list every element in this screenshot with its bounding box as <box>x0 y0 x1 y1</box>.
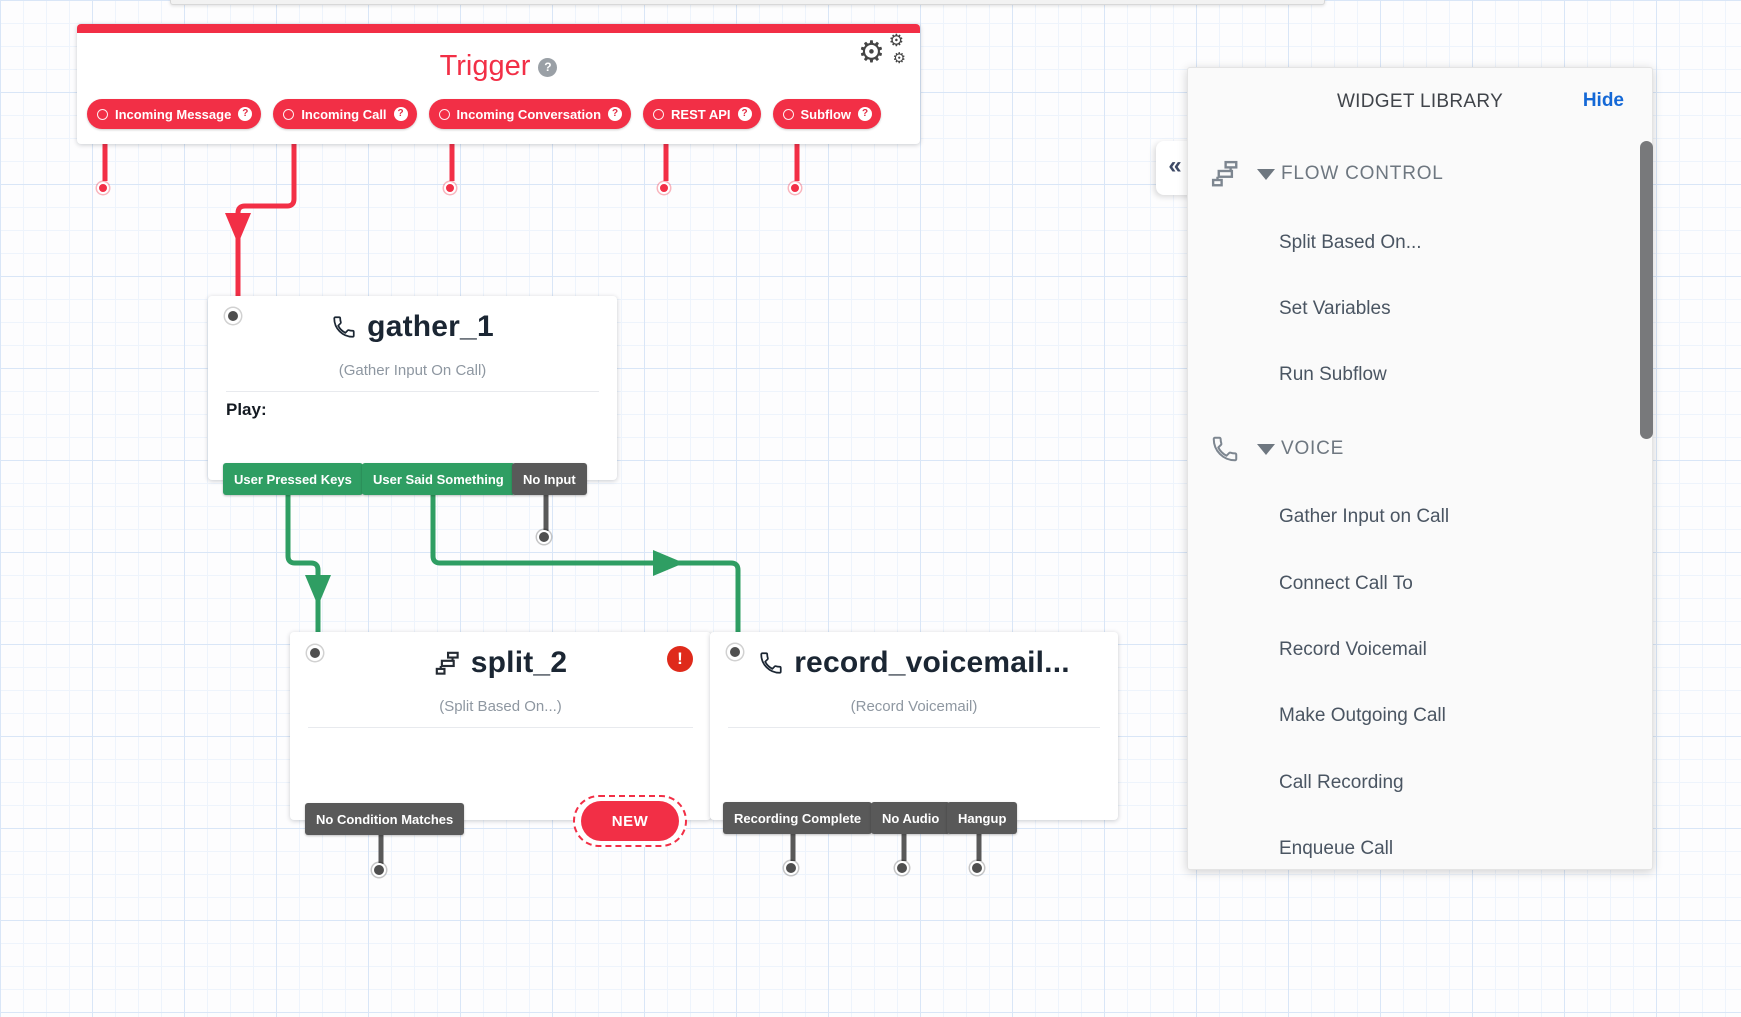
new-transition-button[interactable]: NEW <box>581 801 679 841</box>
transition-no-condition-matches[interactable]: No Condition Matches <box>305 803 465 835</box>
hide-library-link[interactable]: Hide <box>1582 90 1624 111</box>
gather-widget-title: gather_1 <box>208 310 617 344</box>
pill-label: REST API <box>671 106 731 122</box>
library-item-enqueue-call[interactable]: Enqueue Call <box>1279 838 1394 859</box>
pill-label: Subflow <box>800 106 852 122</box>
library-item-record-voicemail[interactable]: Record Voicemail <box>1279 639 1427 660</box>
input-dot-record[interactable] <box>727 644 743 660</box>
divider <box>226 391 599 392</box>
library-item-gather-input-on-call[interactable]: Gather Input on Call <box>1279 506 1450 527</box>
arrowhead-red <box>225 213 251 244</box>
help-icon[interactable]: ? <box>858 107 873 121</box>
library-scrollbar[interactable] <box>1640 141 1653 439</box>
connection-circle-icon <box>653 108 665 120</box>
split-widget-title: split_2 <box>290 646 711 680</box>
chevron-down-icon <box>1257 168 1275 180</box>
collapse-icon: « <box>1168 152 1182 179</box>
connection-dot-hangup[interactable] <box>970 861 984 875</box>
library-title: WIDGET LIBRARY <box>1336 91 1504 112</box>
split-icon <box>1207 159 1243 189</box>
library-item-split-based-on[interactable]: Split Based On... <box>1279 232 1422 253</box>
connection-circle-icon <box>438 108 450 120</box>
connection-dot-no-audio[interactable] <box>895 861 909 875</box>
trigger-widget[interactable]: Trigger? ⚙ ⚙ ⚙ Incoming Message ? Incomi… <box>77 24 920 144</box>
help-icon[interactable]: ? <box>238 107 253 121</box>
connection-dot-no-condition-matches[interactable] <box>372 863 386 877</box>
pill-incoming-conversation[interactable]: Incoming Conversation ? <box>428 99 632 129</box>
record-voicemail-widget[interactable]: record_voicemail... (Record Voicemail) R… <box>710 632 1118 834</box>
error-icon[interactable]: ! <box>667 646 693 672</box>
section-header-label: VOICE <box>1281 438 1345 459</box>
transition-user-pressed-keys[interactable]: User Pressed Keys <box>223 463 363 495</box>
connector-incoming-call-to-gather <box>235 127 297 318</box>
help-icon[interactable]: ? <box>538 58 558 77</box>
gather-widget-type: (Gather Input On Call) <box>338 362 487 379</box>
phone-icon <box>333 316 355 338</box>
section-header-flow-control[interactable]: FLOW CONTROL <box>1188 154 1652 194</box>
connection-dot-recording-complete[interactable] <box>784 861 798 875</box>
trigger-accent-bar <box>77 24 920 33</box>
connection-dot-subflow[interactable] <box>789 182 801 194</box>
transition-recording-complete[interactable]: Recording Complete <box>723 802 873 834</box>
phone-icon <box>760 652 782 674</box>
divider <box>728 727 1100 728</box>
gear-icon: ⚙ <box>858 36 885 69</box>
gather-play-label: Play: <box>226 400 267 419</box>
transition-no-audio[interactable]: No Audio <box>871 802 951 834</box>
pill-subflow[interactable]: Subflow ? <box>772 99 882 129</box>
connector-said-something-to-record <box>430 493 741 655</box>
pill-incoming-call[interactable]: Incoming Call ? <box>273 99 417 129</box>
pill-rest-api[interactable]: REST API ? <box>643 99 761 129</box>
record-widget-type: (Record Voicemail) <box>850 698 978 715</box>
connection-dot-no-input[interactable] <box>537 530 551 544</box>
help-icon[interactable]: ? <box>608 107 623 121</box>
help-icon[interactable]: ? <box>393 107 408 121</box>
arrowhead-green-right <box>653 550 684 576</box>
trigger-title: Trigger? <box>77 50 920 83</box>
phone-icon <box>1207 434 1243 464</box>
library-item-set-variables[interactable]: Set Variables <box>1279 298 1391 319</box>
connection-circle-icon <box>782 108 794 120</box>
gear-icon: ⚙ <box>892 50 906 67</box>
pill-label: Incoming Conversation <box>456 106 602 122</box>
divider <box>308 727 693 728</box>
connection-dot-incoming-message[interactable] <box>97 182 109 194</box>
pill-label: Incoming Call <box>301 106 387 122</box>
widget-library-panel: WIDGET LIBRARY Hide FLOW CONTROL Split B… <box>1187 67 1653 870</box>
transition-hangup[interactable]: Hangup <box>947 802 1018 834</box>
section-header-label: FLOW CONTROL <box>1281 163 1444 184</box>
connection-circle-icon <box>283 108 295 120</box>
pill-incoming-message[interactable]: Incoming Message ? <box>87 99 262 129</box>
chevron-down-icon <box>1257 443 1275 455</box>
arrowhead-green-down <box>305 575 331 606</box>
input-dot-split[interactable] <box>307 645 323 661</box>
library-item-connect-call-to[interactable]: Connect Call To <box>1279 573 1413 594</box>
gear-icon[interactable]: ⚙ ⚙ ⚙ <box>858 32 906 78</box>
section-header-voice[interactable]: VOICE <box>1188 429 1652 469</box>
gather-widget[interactable]: gather_1 (Gather Input On Call) Play: Us… <box>208 296 617 495</box>
trigger-pill-row: Incoming Message ? Incoming Call ? Incom… <box>87 99 882 129</box>
new-transition-outline: NEW <box>573 795 687 847</box>
record-widget-title: record_voicemail... <box>710 646 1118 680</box>
offscreen-widget-edge <box>170 0 1325 5</box>
split-widget[interactable]: split_2 ! (Split Based On...) No Conditi… <box>290 632 711 847</box>
connection-dot-incoming-conversation[interactable] <box>444 182 456 194</box>
input-dot-gather[interactable] <box>225 308 241 324</box>
library-item-run-subflow[interactable]: Run Subflow <box>1279 364 1387 385</box>
split-icon <box>435 651 459 675</box>
library-item-call-recording[interactable]: Call Recording <box>1279 772 1404 793</box>
connection-dot-rest-api[interactable] <box>658 182 670 194</box>
connection-circle-icon <box>97 108 108 120</box>
transition-no-input[interactable]: No Input <box>512 463 587 495</box>
library-item-make-outgoing-call[interactable]: Make Outgoing Call <box>1279 705 1446 726</box>
help-icon[interactable]: ? <box>737 107 752 121</box>
transition-user-said-something[interactable]: User Said Something <box>362 463 515 495</box>
split-widget-type: (Split Based On...) <box>439 698 562 715</box>
pill-label: Incoming Message <box>115 106 232 122</box>
gear-icon: ⚙ <box>888 31 904 50</box>
